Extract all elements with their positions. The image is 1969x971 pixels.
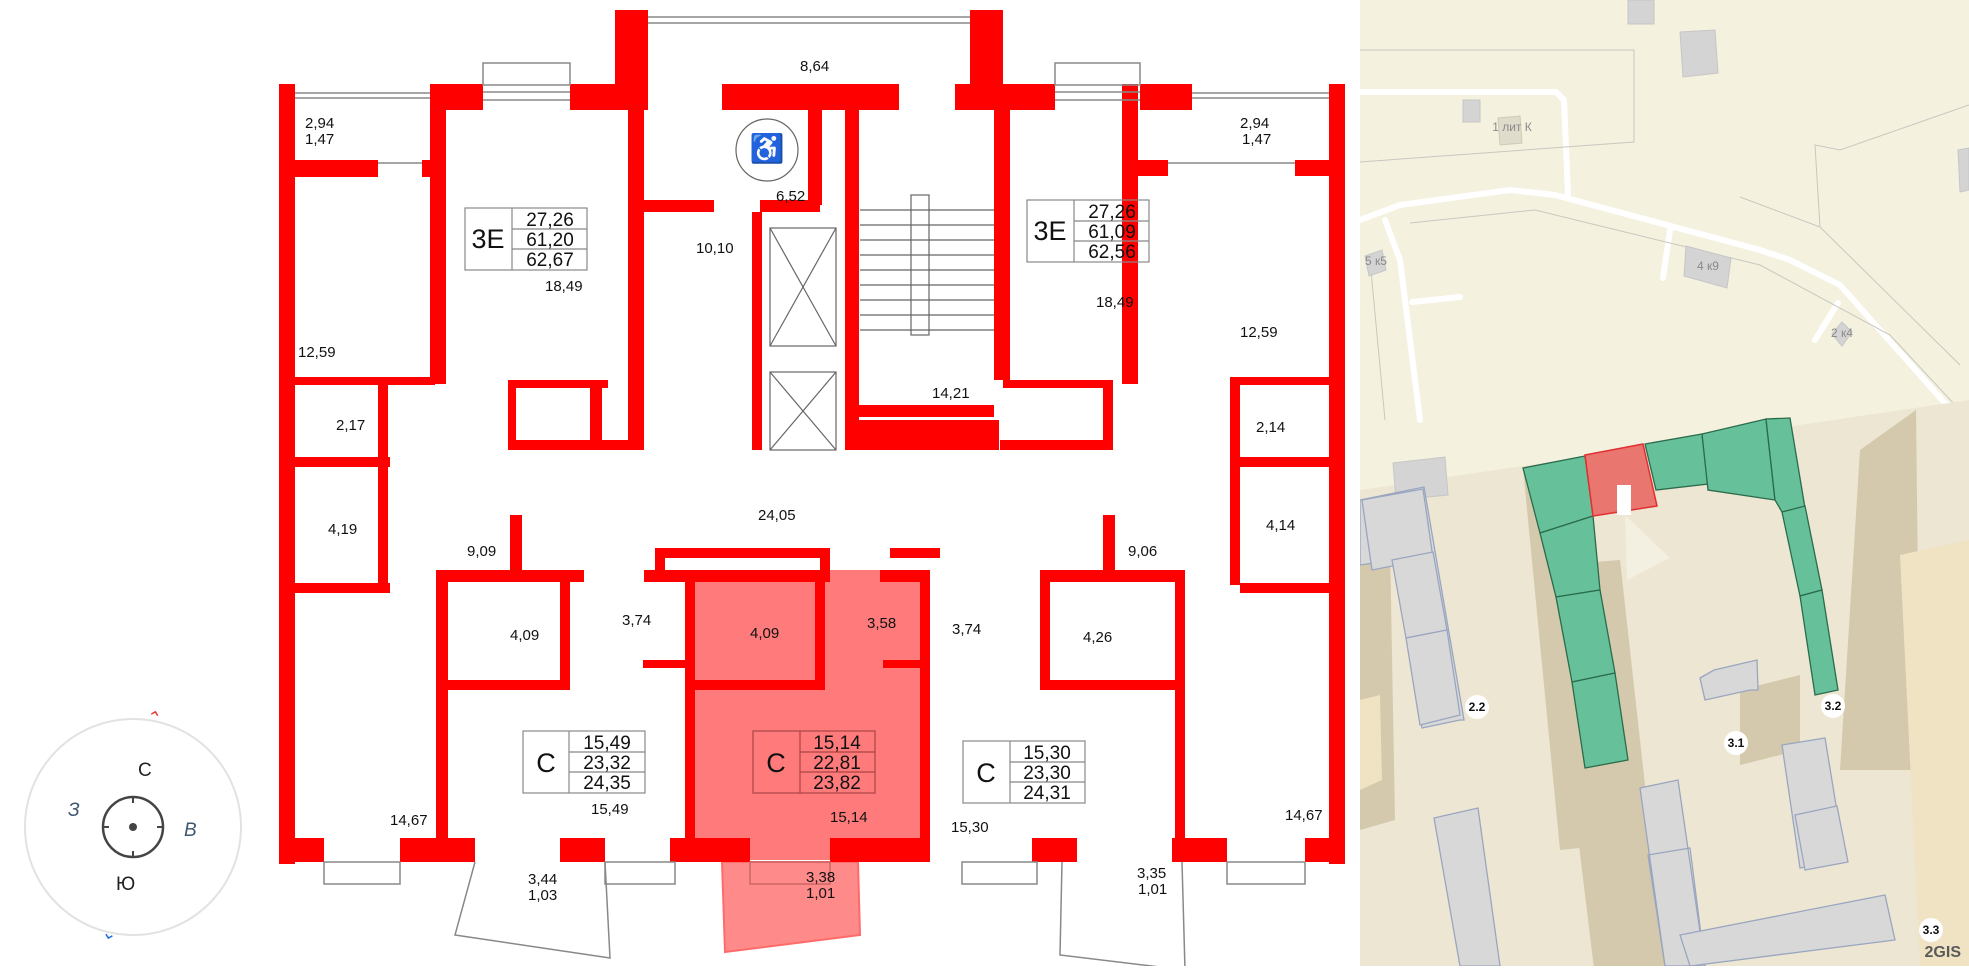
- room-area: 24,05: [758, 507, 796, 524]
- total-area: 23,32: [583, 753, 631, 774]
- room-area: 12,59: [298, 344, 336, 361]
- building-pin[interactable]: 3.3: [1919, 918, 1943, 942]
- living-area: 15,14: [813, 733, 861, 754]
- room-area: 9,09: [467, 543, 496, 560]
- room-area: 4,14: [1266, 517, 1295, 534]
- wheelchair-icon: ♿: [750, 132, 785, 165]
- compass-north: С: [138, 760, 152, 781]
- room-area: 12,59: [1240, 324, 1278, 341]
- room-area: 10,10: [696, 240, 734, 257]
- room-area: 2,94: [1240, 115, 1269, 132]
- room-area: 15,49: [591, 801, 629, 818]
- room-area: 2,17: [336, 417, 365, 434]
- total-with-balcony: 24,35: [583, 773, 631, 794]
- room-area: 1,01: [1138, 881, 1167, 898]
- apartment-info-tables: [464, 199, 1150, 804]
- living-area: 27,26: [1088, 202, 1136, 223]
- entrance-marker: [1617, 485, 1631, 515]
- map-address-label: 1 лит К: [1492, 120, 1532, 134]
- room-area: 4,09: [510, 627, 539, 644]
- compass-west: З: [68, 800, 80, 821]
- apt-type: С: [536, 748, 556, 778]
- total-with-balcony: 62,67: [526, 250, 574, 271]
- living-area: 15,30: [1023, 743, 1071, 764]
- compass-south: Ю: [116, 874, 136, 895]
- elevator-1: [769, 227, 837, 347]
- room-area: 15,30: [951, 819, 989, 836]
- room-area: 8,64: [800, 58, 829, 75]
- room-area: 9,06: [1128, 543, 1157, 560]
- apt-type: С: [976, 758, 996, 788]
- room-area: 4,26: [1083, 629, 1112, 646]
- core: [735, 118, 994, 451]
- room-area: 3,35: [1137, 865, 1166, 882]
- total-with-balcony: 23,82: [813, 773, 861, 794]
- room-area: 3,38: [806, 869, 835, 886]
- walls: [279, 10, 1345, 864]
- building-section-available[interactable]: [1571, 672, 1629, 769]
- room-area: 1,01: [806, 885, 835, 902]
- room-area: 4,19: [328, 521, 357, 538]
- map-address-label: 4 к9: [1697, 259, 1719, 273]
- building-pin[interactable]: 3.2: [1821, 694, 1845, 718]
- building-section-selected[interactable]: [1584, 443, 1658, 517]
- compass-widget[interactable]: ⌃ ⌄ С Ю З В: [22, 706, 244, 945]
- building-section-available[interactable]: [1701, 418, 1776, 501]
- room-area: 2,14: [1256, 419, 1285, 436]
- total-with-balcony: 62,56: [1088, 242, 1136, 263]
- room-area: 15,14: [830, 809, 868, 826]
- room-area: 18,49: [1096, 294, 1134, 311]
- room-area: 3,58: [867, 615, 896, 632]
- elevator-2: [769, 371, 837, 451]
- room-labels: 2,94 1,47 18,49 12,59 2,17 4,19 9,09 14,…: [298, 58, 1323, 904]
- building-pin[interactable]: 3.1: [1724, 731, 1748, 755]
- living-area: 27,26: [526, 210, 574, 231]
- building-pin[interactable]: 2.2: [1465, 695, 1489, 719]
- svg-text:2.2: 2.2: [1469, 700, 1486, 714]
- map-brand-logo: 2GIS: [1924, 944, 1961, 961]
- site-map[interactable]: 1 лит К 5 к5 4 к9 2 к4: [1360, 0, 1969, 966]
- map-address-label: 5 к5: [1365, 254, 1387, 268]
- room-area: 1,47: [1242, 131, 1271, 148]
- room-area: 6,52: [776, 188, 805, 205]
- building-section-available[interactable]: [1799, 589, 1839, 696]
- room-area: 1,47: [305, 131, 334, 148]
- building-pins: 2.2 3.1 3.2 3.3: [1465, 694, 1943, 942]
- floor-plan-panel: ♿ 3Е 27,26 61,20 62,67 3Е 27,26 61,09 62…: [22, 10, 1345, 971]
- wheelchair-icon-circle: [735, 118, 799, 182]
- living-area: 15,49: [583, 733, 631, 754]
- room-area: 2,94: [305, 115, 334, 132]
- room-area: 1,03: [528, 887, 557, 904]
- stair-steps: [860, 209, 994, 331]
- room-area: 3,74: [952, 621, 981, 638]
- svg-text:3.3: 3.3: [1923, 923, 1940, 937]
- windows-and-balconies: [295, 16, 1329, 971]
- building-section-available[interactable]: [1644, 433, 1709, 491]
- total-area: 61,09: [1088, 222, 1136, 243]
- total-with-balcony: 24,31: [1023, 783, 1071, 804]
- apt-type: С: [766, 748, 786, 778]
- apt-type: 3Е: [1033, 216, 1066, 246]
- total-area: 61,20: [526, 230, 574, 251]
- apt-type: 3Е: [471, 224, 504, 254]
- total-area: 22,81: [813, 753, 861, 774]
- room-area: 4,09: [750, 625, 779, 642]
- total-area: 23,30: [1023, 763, 1071, 784]
- room-area: 3,74: [622, 612, 651, 629]
- map-canvas[interactable]: 1 лит К 5 к5 4 к9 2 к4: [1360, 0, 1969, 966]
- svg-text:3.2: 3.2: [1825, 699, 1842, 713]
- floor-plan-drawing: ♿ 3Е 27,26 61,20 62,67 3Е 27,26 61,09 62…: [279, 10, 1345, 971]
- room-area: 14,67: [1285, 807, 1323, 824]
- room-area: 3,44: [528, 871, 557, 888]
- view-direction-cone: [1625, 515, 1670, 580]
- room-area: 14,21: [932, 385, 970, 402]
- compass-east: В: [184, 820, 197, 841]
- room-area: 18,49: [545, 278, 583, 295]
- stair-well: [910, 194, 930, 336]
- svg-text:3.1: 3.1: [1728, 736, 1745, 750]
- room-area: 14,67: [390, 812, 428, 829]
- map-address-label: 2 к4: [1831, 326, 1853, 340]
